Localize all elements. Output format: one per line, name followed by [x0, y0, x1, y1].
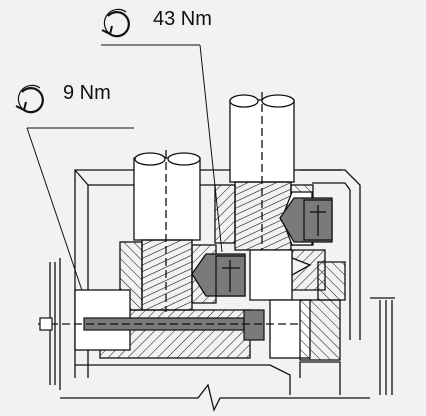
leader-line-lower: [26, 127, 134, 321]
upper-rod: [229, 92, 295, 262]
lower-screw-head: [191, 253, 246, 297]
torque-label-upper: 43 Nm: [153, 8, 212, 30]
upper-screw-head: [279, 197, 333, 243]
right-wedge: [249, 249, 346, 301]
bottom-base: [60, 361, 370, 412]
torque-label-lower: 9 Nm: [63, 82, 111, 104]
rotate-torque-icon: [15, 84, 44, 114]
long-bolt: [38, 309, 300, 341]
rotate-torque-icon: [101, 8, 130, 38]
